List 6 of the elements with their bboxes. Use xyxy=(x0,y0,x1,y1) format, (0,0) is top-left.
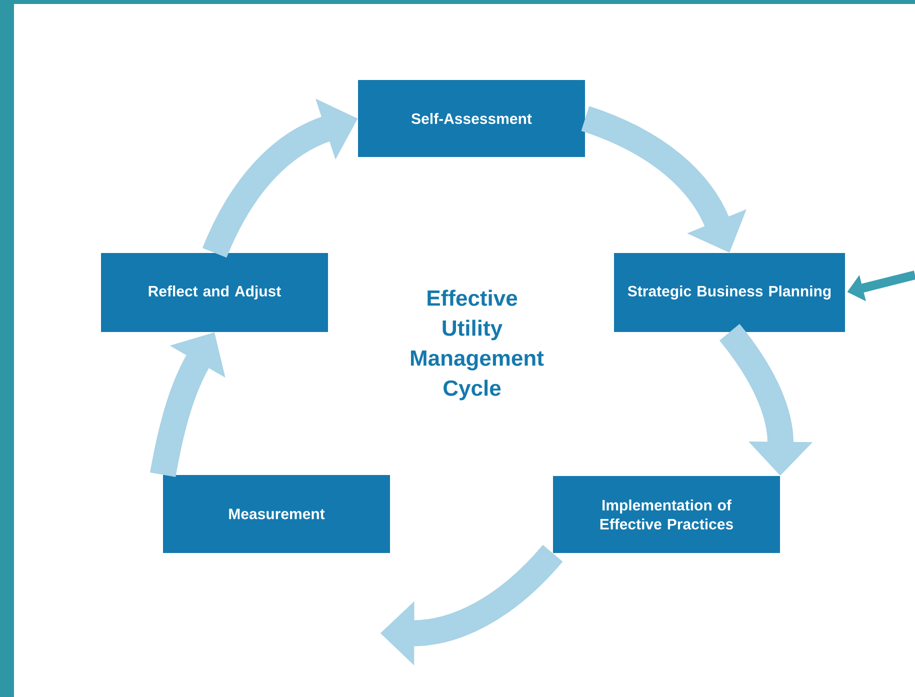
process-box: Self-Assessment xyxy=(358,80,585,157)
process-box: Strategic Business Planning xyxy=(614,253,845,332)
process-box: Reflect and Adjust xyxy=(101,253,328,332)
cycle-title: Effective Utility Management Cycle xyxy=(410,290,544,400)
process-box: Implementation of Effective Practices xyxy=(553,476,780,553)
process-box: Measurement xyxy=(163,475,390,553)
